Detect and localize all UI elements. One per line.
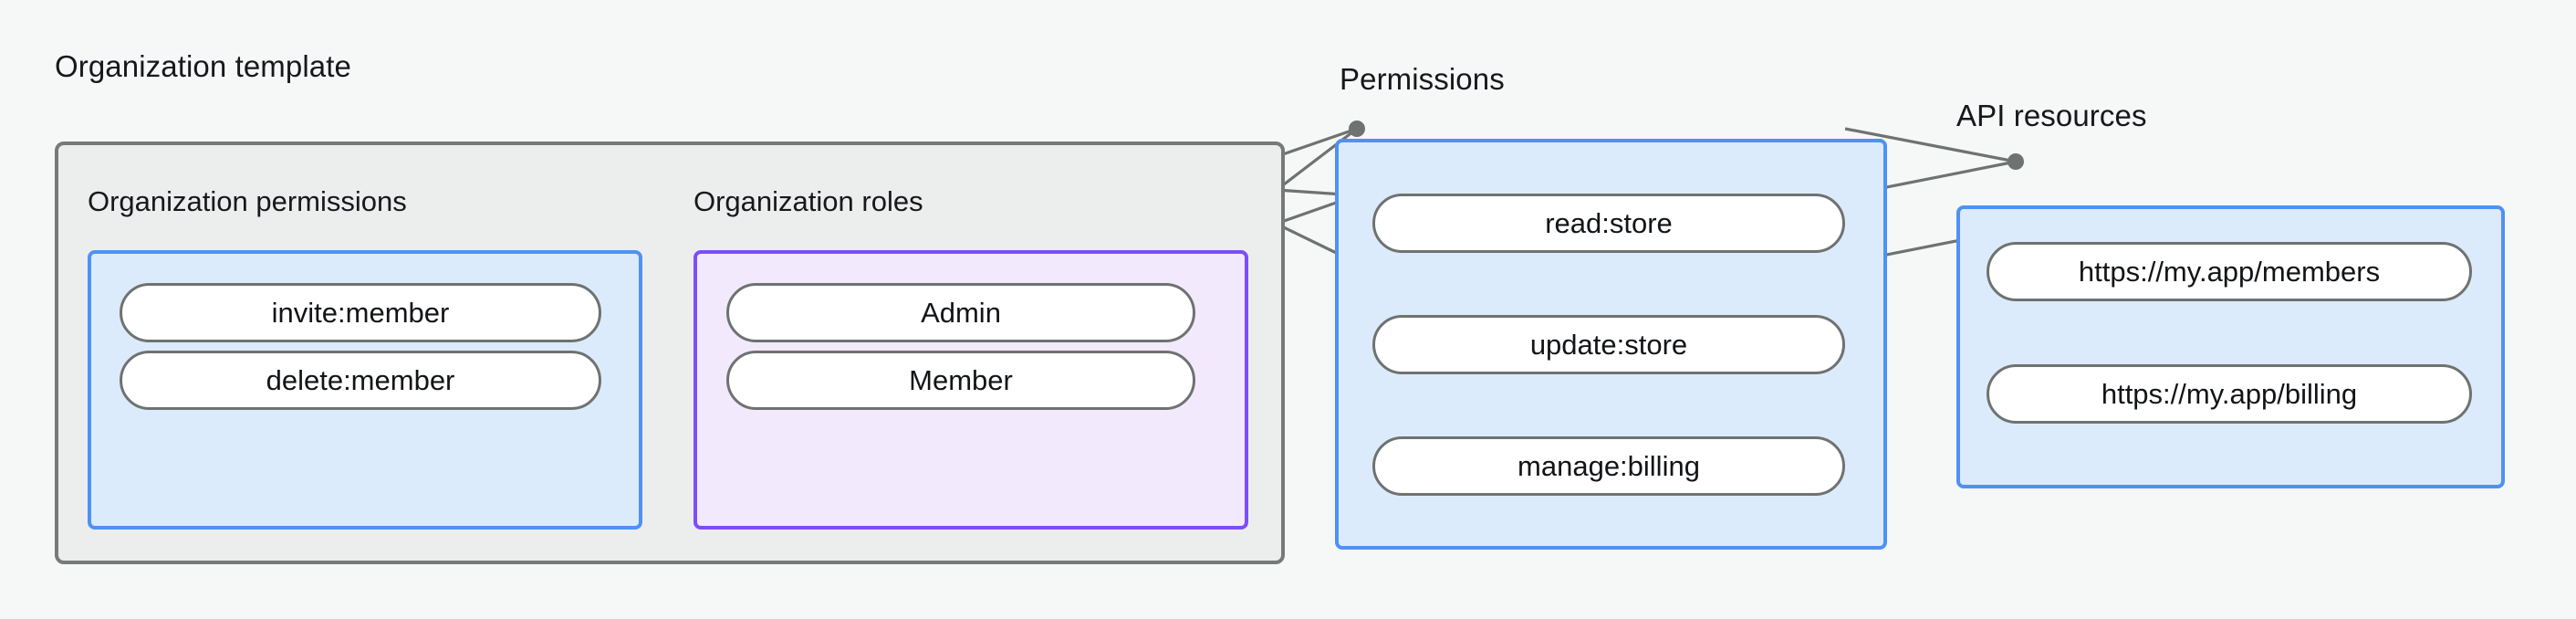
- node-my-app-members[interactable]: https://my.app/members: [1987, 242, 2472, 301]
- group-title-api-resources: API resources: [1956, 99, 2147, 132]
- group-title-permissions: Permissions: [1340, 62, 1505, 96]
- node-manage-billing[interactable]: manage:billing: [1372, 436, 1845, 496]
- node-read-store[interactable]: read:store: [1372, 194, 1845, 253]
- section-title-organization-roles: Organization roles: [694, 185, 923, 217]
- node-admin[interactable]: Admin: [726, 283, 1195, 342]
- anchor-dot-my-app-members: [2008, 153, 2024, 170]
- anchor-dot-read-store: [1349, 121, 1365, 137]
- group-title-organization-template: Organization template: [55, 49, 351, 83]
- node-invite-member[interactable]: invite:member: [120, 283, 601, 342]
- node-delete-member[interactable]: delete:member: [120, 351, 601, 410]
- node-update-store[interactable]: update:store: [1372, 315, 1845, 374]
- section-title-organization-permissions: Organization permissions: [88, 185, 407, 217]
- node-member[interactable]: Member: [726, 351, 1195, 410]
- node-my-app-billing[interactable]: https://my.app/billing: [1987, 364, 2472, 424]
